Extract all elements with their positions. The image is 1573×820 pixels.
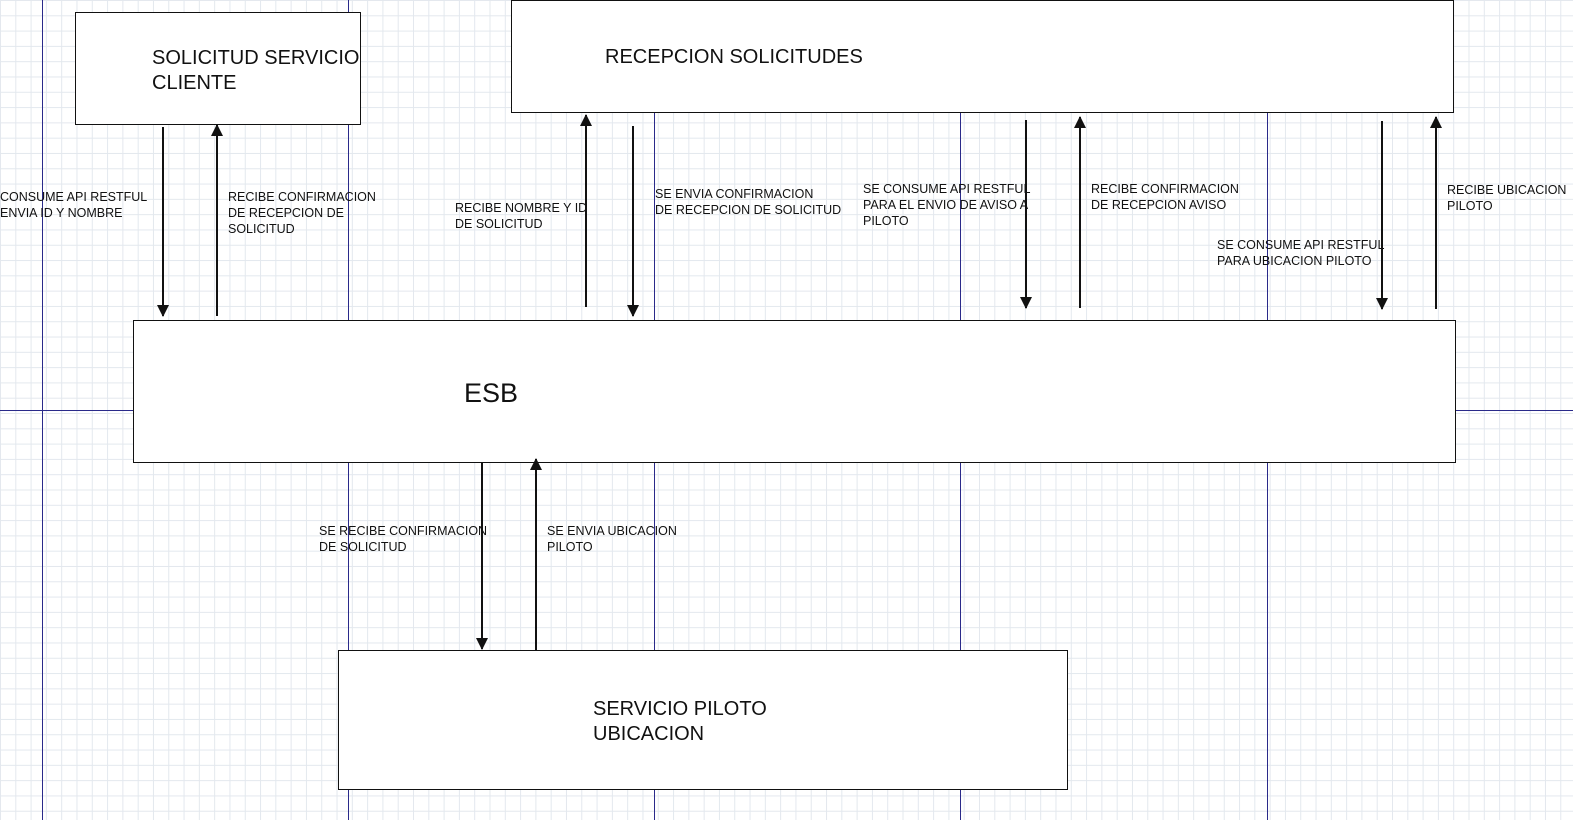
solicitud-servicio-cliente-title: SOLICITUD SERVICIO CLIENTE [152,47,360,94]
guide-line-horizontal [1455,410,1573,411]
guide-line-horizontal [0,410,133,411]
label-envia-ubicacion: SE ENVIA UBICACION PILOTO [547,524,677,554]
label-recibe-confirmacion-piloto: SE RECIBE CONFIRMACION DE SOLICITUD [319,524,488,554]
label-consume-api-ubicacion: SE CONSUME API RESTFUL PARA UBICACION PI… [1217,238,1385,268]
recepcion-solicitudes-title: RECEPCION SOLICITUDES [605,46,863,68]
label-consume-api: CONSUME API RESTFUL ENVIA ID Y NOMBRE [0,190,148,220]
label-consume-api-aviso: SE CONSUME API RESTFUL PARA EL ENVIO DE … [863,182,1031,228]
esb-box[interactable]: ESB [133,320,1456,463]
esb-title: ESB [464,378,519,408]
label-recibe-ubicacion: RECIBE UBICACION PILOTO [1447,183,1567,213]
label-recibe-confirmacion-aviso: RECIBE CONFIRMACION DE RECEPCION AVISO [1091,182,1239,212]
solicitud-servicio-cliente-box[interactable]: SOLICITUD SERVICIO CLIENTE [75,12,361,125]
recepcion-solicitudes-box[interactable]: RECEPCION SOLICITUDES [511,0,1454,113]
label-recibe-nombre-id: RECIBE NOMBRE Y ID DE SOLICITUD [455,201,588,231]
label-recibe-confirmacion-solicitud: RECIBE CONFIRMACION DE RECEPCION DE SOLI… [228,190,376,236]
label-envia-confirmacion: SE ENVIA CONFIRMACION DE RECEPCION DE SO… [655,187,842,217]
servicio-piloto-ubicacion-title: SERVICIO PILOTO UBICACION [593,698,767,745]
servicio-piloto-ubicacion-box[interactable]: SERVICIO PILOTO UBICACION [338,650,1068,790]
